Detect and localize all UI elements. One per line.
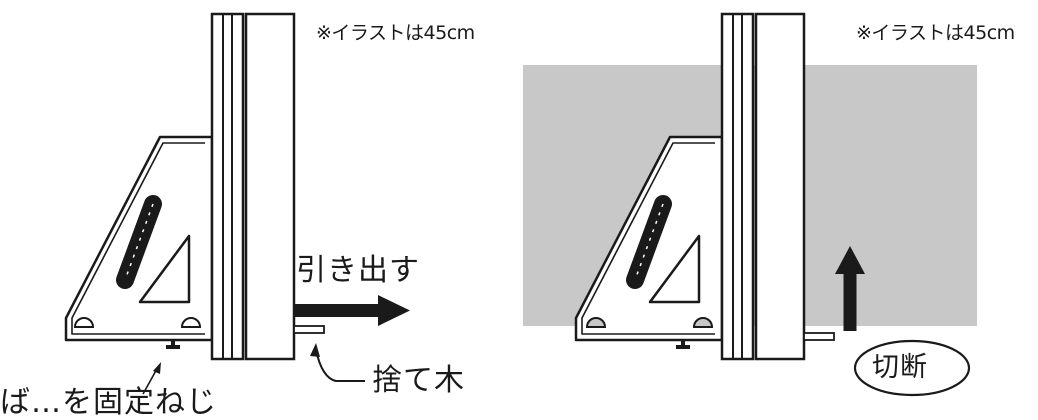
right-scrap-wood [803, 332, 835, 341]
cut-arrow [835, 246, 865, 331]
left-board [244, 12, 296, 361]
cut-label: 切断 [872, 352, 928, 383]
left-illustration-note: ※イラストは45cm [316, 22, 475, 44]
right-handle-grip [626, 195, 672, 289]
scrap-wood-label: 捨て木 [372, 363, 465, 398]
left-base-mark-2 [180, 317, 202, 328]
illustration-canvas [64, 12, 977, 397]
right-illustration-note: ※イラストは45cm [856, 22, 1015, 44]
left-panel [64, 12, 410, 395]
right-base-mark-1 [585, 317, 607, 328]
fixing-screw-label: ば…を固定ねじ [0, 385, 217, 420]
right-triangle-cutout [648, 234, 701, 304]
left-base-inner-outline [71, 142, 205, 335]
right-fence-plate [720, 12, 755, 361]
left-scrap-wood [293, 325, 325, 334]
right-panel [523, 12, 977, 397]
left-triangle-cutout [138, 234, 191, 304]
cut-label-oval [853, 339, 971, 397]
right-board [754, 12, 806, 361]
left-handle-grip [116, 195, 162, 289]
left-fixing-screw [166, 340, 180, 349]
right-base-mark-2 [692, 317, 714, 328]
left-base-mark-1 [73, 317, 95, 328]
left-fence-plate [210, 12, 245, 361]
pull-out-arrow [294, 295, 410, 326]
pull-out-label: 引き出す [296, 253, 420, 288]
right-fixing-screw [676, 340, 690, 349]
right-base-inner-outline [581, 142, 715, 335]
scrap-wood-pointer [315, 349, 365, 382]
